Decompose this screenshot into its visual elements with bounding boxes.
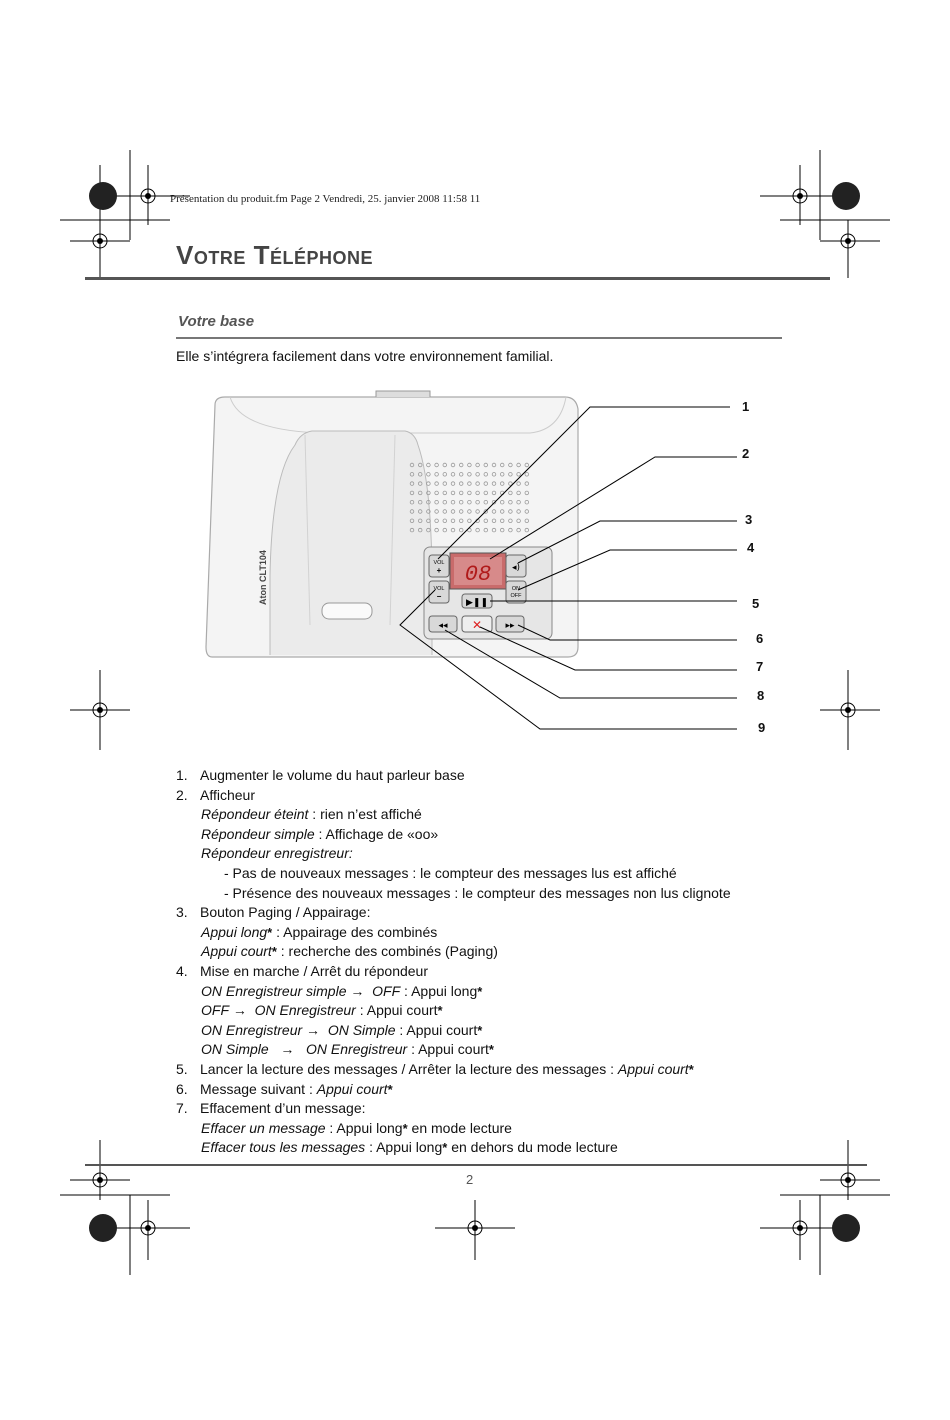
- list-item: 5.Lancer la lecture des messages / Arrêt…: [176, 1060, 694, 1077]
- paging-icon: ◂): [512, 563, 520, 573]
- section-title: Votre base: [178, 313, 255, 330]
- callout-3: 3: [745, 512, 753, 527]
- arrow-icon: →: [280, 1041, 295, 1058]
- vol-minus-label: VOL: [433, 586, 444, 592]
- delete-icon: ✕: [472, 618, 482, 632]
- title-rule: [85, 277, 830, 280]
- list-item: 4.Mise en marche / Arrêt du répondeur: [176, 962, 429, 979]
- section-rule: [176, 337, 782, 339]
- callout-5: 5: [752, 596, 760, 611]
- arrow-icon: →: [232, 1002, 247, 1019]
- forward-icon: ▸▸: [505, 621, 515, 631]
- display-readout: 08: [465, 562, 491, 587]
- rewind-icon: ◂◂: [438, 621, 448, 631]
- footer-rule: [85, 1164, 867, 1166]
- vol-plus-label: VOL: [433, 560, 444, 566]
- base-station-diagram: VOL + VOL − 08 ◂) ON OFF ▶❚❚ ◂◂ ✕ ▸▸ Ato…: [205, 390, 737, 730]
- list-item: 1.Augmenter le volume du haut parleur ba…: [176, 767, 465, 783]
- play-pause-icon: ▶❚❚: [466, 598, 488, 608]
- arrow-icon: →: [350, 982, 365, 999]
- page-title: Votre Téléphone: [176, 240, 373, 270]
- callout-9: 9: [758, 720, 766, 735]
- list-item: 6.Message suivant : Appui court*: [176, 1080, 393, 1097]
- list-item: 3.Bouton Paging / Appairage:: [176, 904, 371, 921]
- speaker-grille: [409, 462, 529, 533]
- model-label: Aton CLT104: [258, 550, 268, 605]
- callout-8: 8: [757, 688, 765, 703]
- callout-7: 7: [756, 659, 764, 674]
- svg-text:OFF: OFF: [511, 593, 523, 599]
- intro-text: Elle s’intégrera facilement dans votre e…: [176, 348, 554, 364]
- callout-4: 4: [747, 540, 755, 555]
- svg-text:+: +: [437, 566, 442, 575]
- svg-text:−: −: [437, 592, 442, 601]
- page-number: 2: [466, 1172, 474, 1187]
- callout-6: 6: [756, 631, 764, 646]
- callout-2: 2: [742, 446, 750, 461]
- feature-list: 1.Augmenter le volume du haut parleur ba…: [176, 766, 876, 1158]
- list-item: 2.Afficheur: [176, 786, 255, 803]
- list-item: 7.Effacement d’un message:: [176, 1100, 366, 1117]
- arrow-icon: →: [306, 1021, 321, 1038]
- file-header: Présentation du produit.fm Page 2 Vendre…: [170, 193, 481, 205]
- callout-1: 1: [742, 399, 750, 414]
- svg-text:ON: ON: [512, 586, 520, 592]
